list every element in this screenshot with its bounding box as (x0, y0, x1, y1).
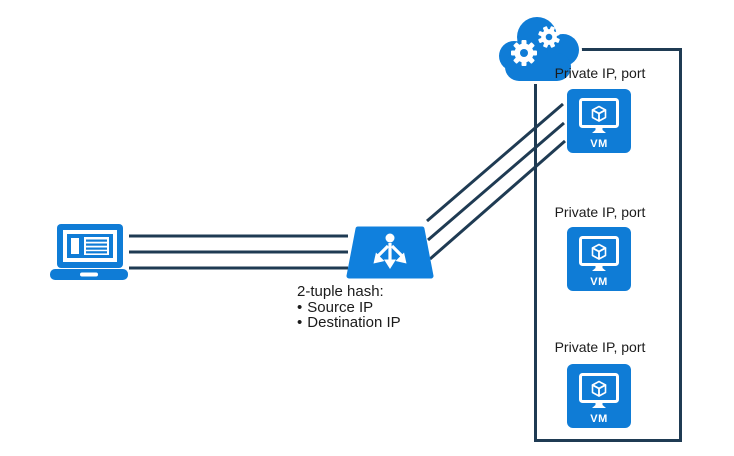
vm-monitor-glyph (579, 373, 619, 408)
vm-monitor-icon: VM (567, 364, 631, 428)
vm-monitor-glyph (579, 236, 619, 271)
laptop-icon (50, 224, 128, 280)
vm-label: Private IP, port (554, 339, 646, 355)
vm-monitor-glyph (579, 98, 619, 133)
backend-pool-box (534, 48, 682, 442)
hash-item-text: Destination IP (307, 314, 401, 331)
vm-badge: VM (590, 413, 608, 425)
load-balancer-icon (346, 226, 434, 279)
gear-icon (511, 40, 537, 66)
azure-cloud-gears-icon (496, 14, 582, 84)
vm-monitor-icon: VM (567, 227, 631, 291)
vm-badge: VM (590, 138, 608, 150)
hash-title: 2-tuple hash: (297, 283, 384, 300)
gear-icon (538, 26, 560, 48)
bullet: • (297, 298, 303, 316)
vm-badge: VM (590, 276, 608, 288)
hash-note: 2-tuple hash: •Source IP •Destination IP (297, 284, 401, 331)
hash-item-text: Source IP (307, 298, 374, 316)
vm-label: Private IP, port (554, 204, 646, 220)
bullet: • (297, 314, 303, 331)
vm-label: Private IP, port (554, 65, 646, 81)
lb-to-vm-links (426, 102, 566, 261)
vm-monitor-icon: VM (567, 89, 631, 153)
hash-item: •Destination IP (297, 315, 401, 331)
client-to-lb-links (129, 234, 348, 270)
hash-item: •Source IP (297, 298, 401, 316)
